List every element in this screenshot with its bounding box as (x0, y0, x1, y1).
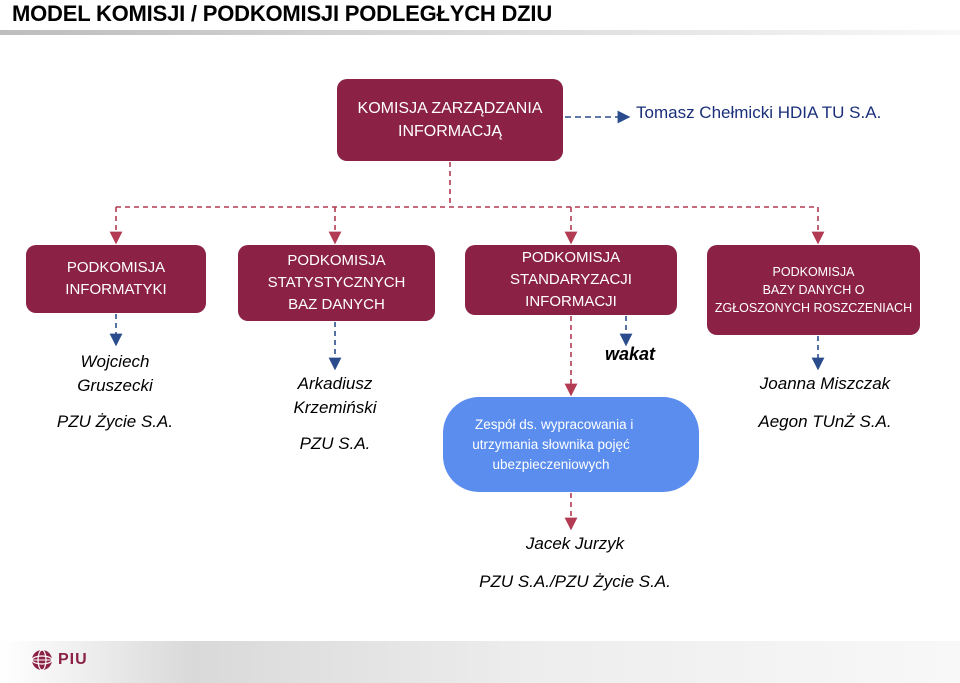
subcommission-bazy-roszczen: PODKOMISJA BAZY DANYCH O ZGŁOSZONYCH ROS… (707, 245, 920, 335)
piu-logo: PIU (30, 648, 88, 672)
main-commission-line1: KOMISJA ZARZĄDZANIA (357, 100, 543, 117)
team-box: Zespół ds. wypracowania i utrzymania sło… (443, 397, 699, 492)
team-line2: utrzymania słownika pojęć (472, 436, 630, 452)
chairman-name: Tomasz Chełmicki HDIA TU S.A. (636, 103, 882, 122)
sub3-line2: STANDARYZACJI (510, 271, 632, 288)
vacancy-label: wakat (604, 344, 656, 364)
person2-last: Krzemiński (293, 398, 377, 417)
sub4-line2: BAZY DANYCH O (762, 283, 865, 297)
person-sub4: Joanna Miszczak Aegon TUnŻ S.A. (730, 372, 920, 434)
person4-name: Joanna Miszczak (759, 374, 891, 393)
sub2-line1: PODKOMISJA (287, 252, 386, 269)
person2-first: Arkadiusz (297, 374, 373, 393)
person-sub1: Wojciech Gruszecki PZU Życie S.A. (30, 350, 200, 434)
person-sub2: Arkadiusz Krzemiński PZU S.A. (252, 372, 418, 456)
sub2-line3: BAZ DANYCH (288, 296, 385, 313)
team-line3: ubezpieczeniowych (492, 456, 610, 472)
logo-text: PIU (58, 651, 88, 668)
sub3-line3: INFORMACJI (525, 293, 617, 310)
sub3-line1: PODKOMISJA (521, 249, 621, 266)
subcommission-informatyki: PODKOMISJA INFORMATYKI (26, 245, 206, 313)
team-line1: Zespół ds. wypracowania i (475, 416, 634, 432)
page-title: MODEL KOMISJI / PODKOMISJI PODLEGŁYCH DZ… (12, 1, 553, 26)
person-team: Jacek Jurzyk PZU S.A./PZU Życie S.A. (440, 532, 710, 594)
title-divider (0, 30, 960, 35)
person1-org: PZU Życie S.A. (56, 412, 174, 431)
sub4-line1: PODKOMISJA (772, 265, 855, 279)
sub1-line1: PODKOMISJA (66, 259, 166, 276)
team-person-name: Jacek Jurzyk (525, 534, 625, 553)
person1-last: Gruszecki (77, 376, 153, 395)
team-person-org: PZU S.A./PZU Życie S.A. (479, 572, 671, 591)
sub1-line2: INFORMATYKI (65, 281, 167, 298)
main-commission-box: KOMISJA ZARZĄDZANIA INFORMACJĄ (337, 79, 563, 161)
person4-org: Aegon TUnŻ S.A. (758, 412, 892, 431)
footer-bar (0, 641, 960, 683)
globe-icon (31, 649, 53, 671)
sub4-line3: ZGŁOSZONYCH ROSZCZENIACH (714, 301, 913, 315)
person1-first: Wojciech (80, 352, 150, 371)
sub2-line2: STATYSTYCZNYCH (267, 274, 406, 291)
subcommission-statystycznych: PODKOMISJA STATYSTYCZNYCH BAZ DANYCH (238, 245, 435, 321)
person2-org: PZU S.A. (299, 434, 371, 453)
subcommission-standaryzacji: PODKOMISJA STANDARYZACJI INFORMACJI (465, 245, 677, 315)
main-commission-line2: INFORMACJĄ (398, 123, 502, 140)
